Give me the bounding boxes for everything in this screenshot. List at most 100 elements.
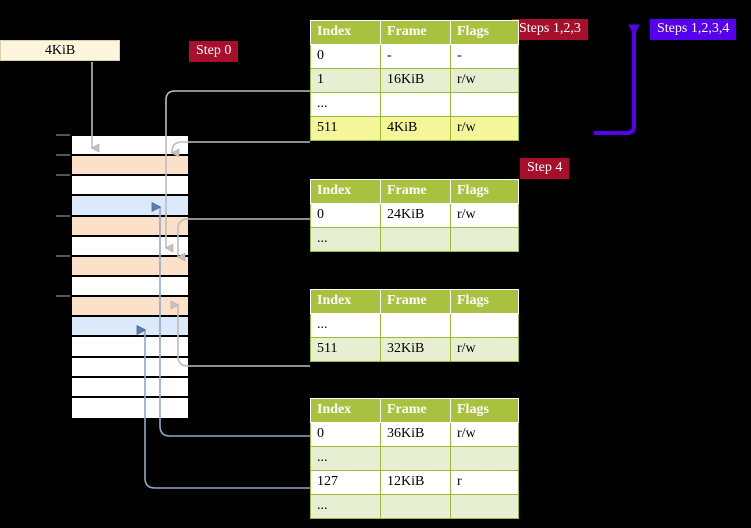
column-header-flags: Flags bbox=[450, 398, 519, 423]
memory-frame-row bbox=[72, 196, 188, 217]
memory-tick bbox=[56, 214, 70, 217]
connector-steps-bracket bbox=[594, 24, 640, 135]
memory-tick bbox=[56, 134, 70, 136]
physical-memory-column bbox=[70, 134, 190, 418]
table-cell-index: ... bbox=[310, 227, 381, 252]
table-cell-flags: r/w bbox=[450, 116, 519, 141]
table-cell-index: ... bbox=[310, 313, 381, 338]
memory-frame-row bbox=[72, 216, 188, 237]
memory-frame-row bbox=[72, 256, 188, 277]
table-cell-frame bbox=[380, 313, 451, 338]
badge-steps-1234-label: Steps 1,2,3,4 bbox=[657, 21, 730, 36]
table-row: ... bbox=[310, 446, 519, 471]
badge-step-0: Step 0 bbox=[189, 41, 239, 62]
table-row: ... bbox=[310, 494, 519, 519]
connector-table1-to-memory bbox=[178, 218, 310, 257]
badge-step-4: Step 4 bbox=[520, 158, 570, 179]
column-header-index: Index bbox=[310, 398, 381, 423]
column-header-flags: Flags bbox=[450, 179, 519, 204]
table-cell-flags: r bbox=[450, 470, 519, 495]
table-cell-index: 1 bbox=[310, 68, 381, 93]
column-header-frame: Frame bbox=[380, 398, 451, 423]
table-cell-flags: r/w bbox=[450, 68, 519, 93]
table-cell-flags: - bbox=[450, 44, 519, 69]
badge-steps-1234: Steps 1,2,3,4 bbox=[650, 19, 737, 40]
memory-frame-row bbox=[72, 357, 188, 378]
table-cell-flags bbox=[450, 92, 519, 117]
column-header-frame: Frame bbox=[380, 289, 451, 314]
column-header-index: Index bbox=[310, 20, 381, 45]
table-cell-frame: 16KiB bbox=[380, 68, 451, 93]
table-cell-flags: r/w bbox=[450, 337, 519, 362]
column-header-frame: Frame bbox=[380, 179, 451, 204]
badge-steps-123-label: Steps 1,2,3 bbox=[519, 21, 581, 36]
table-cell-frame: 4KiB bbox=[380, 116, 451, 141]
badge-step-4-label: Step 4 bbox=[527, 160, 563, 175]
table-cell-index: 511 bbox=[310, 116, 381, 141]
column-header-index: Index bbox=[310, 289, 381, 314]
table-cell-frame: 36KiB bbox=[380, 422, 451, 447]
table-cell-frame: 24KiB bbox=[380, 203, 451, 228]
table-row: ... bbox=[310, 92, 519, 117]
table-cell-index: ... bbox=[310, 446, 381, 471]
frame-4kib-box: 4KiB bbox=[0, 40, 120, 61]
table-cell-frame: 12KiB bbox=[380, 470, 451, 495]
memory-tick bbox=[56, 254, 70, 257]
column-header-index: Index bbox=[310, 179, 381, 204]
table-cell-frame: - bbox=[380, 44, 451, 69]
connector-table2-to-memory bbox=[178, 305, 310, 367]
table-cell-index: 511 bbox=[310, 337, 381, 362]
table-cell-frame bbox=[380, 227, 451, 252]
memory-frame-row bbox=[72, 136, 188, 157]
memory-frame-row bbox=[72, 156, 188, 177]
table-cell-frame: 32KiB bbox=[380, 337, 451, 362]
table-cell-flags: r/w bbox=[450, 422, 519, 447]
memory-frame-row bbox=[72, 397, 188, 418]
table-cell-index: 0 bbox=[310, 44, 381, 69]
table-cell-index: 0 bbox=[310, 422, 381, 447]
table-cell-flags bbox=[450, 494, 519, 519]
table-cell-index: 127 bbox=[310, 470, 381, 495]
memory-frame-row bbox=[72, 337, 188, 358]
table-cell-index: ... bbox=[310, 494, 381, 519]
badge-steps-123: Steps 1,2,3 bbox=[512, 19, 588, 40]
table-cell-flags bbox=[450, 227, 519, 252]
badge-step-0-label: Step 0 bbox=[196, 43, 232, 58]
column-header-flags: Flags bbox=[450, 289, 519, 314]
column-header-frame: Frame bbox=[380, 20, 451, 45]
memory-frame-row bbox=[72, 377, 188, 398]
memory-frame-row bbox=[72, 297, 188, 318]
memory-tick bbox=[56, 295, 70, 298]
memory-frame-row bbox=[72, 176, 188, 197]
table-cell-index: ... bbox=[310, 92, 381, 117]
table-cell-frame bbox=[380, 494, 451, 519]
table-cell-index: 0 bbox=[310, 203, 381, 228]
memory-frame-row bbox=[72, 276, 188, 298]
memory-tick bbox=[56, 154, 70, 157]
frame-4kib-label: 4KiB bbox=[44, 43, 76, 58]
memory-frame-row bbox=[72, 317, 188, 338]
table-cell-flags bbox=[450, 446, 519, 471]
column-header-flags: Flags bbox=[450, 20, 519, 45]
table-cell-frame bbox=[380, 446, 451, 471]
memory-tick bbox=[56, 174, 70, 177]
table-cell-frame bbox=[380, 92, 451, 117]
table-cell-flags bbox=[450, 313, 519, 338]
table-row: ... bbox=[310, 227, 519, 252]
table-row: ... bbox=[310, 313, 519, 338]
memory-frame-row bbox=[72, 236, 188, 257]
